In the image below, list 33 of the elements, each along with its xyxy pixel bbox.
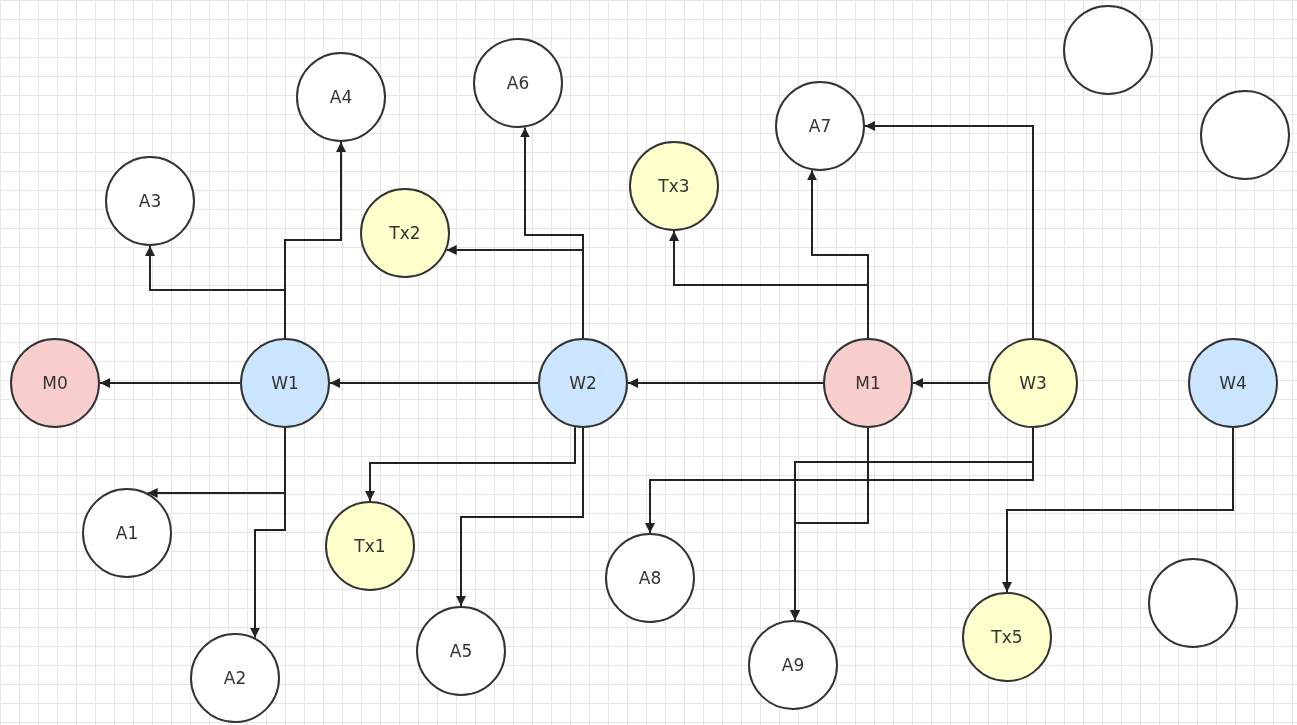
node-label: M1	[855, 373, 881, 393]
node-label: A3	[138, 191, 162, 211]
arrow	[1002, 427, 1234, 593]
node-label: Tx2	[389, 223, 421, 243]
node-label: A1	[115, 523, 139, 543]
arrow	[864, 121, 1034, 339]
node-label: A5	[449, 641, 473, 661]
node-label: A7	[808, 116, 832, 136]
node-label: W4	[1219, 373, 1247, 393]
arrow	[627, 378, 824, 388]
node-label: A9	[781, 655, 805, 675]
node-label: W3	[1019, 373, 1047, 393]
node-label: A2	[223, 668, 247, 688]
arrow	[284, 141, 346, 339]
arrow	[807, 169, 869, 339]
node-label: Tx3	[658, 176, 690, 196]
arrow	[365, 426, 576, 502]
arrow	[445, 245, 584, 339]
node-label: Tx1	[354, 536, 386, 556]
arrow	[250, 427, 286, 639]
node-label: M0	[42, 373, 68, 393]
node-label: A4	[329, 87, 353, 107]
arrow	[329, 378, 539, 388]
arrow	[99, 378, 241, 388]
node-label: W1	[271, 373, 299, 393]
node-label: W2	[569, 373, 597, 393]
node-label: Tx5	[991, 627, 1023, 647]
node-label: A8	[638, 568, 662, 588]
arrow	[912, 378, 989, 388]
node-circle	[629, 141, 719, 231]
arrow	[456, 427, 584, 607]
node-label: A6	[506, 73, 530, 93]
node-circle	[325, 501, 415, 591]
